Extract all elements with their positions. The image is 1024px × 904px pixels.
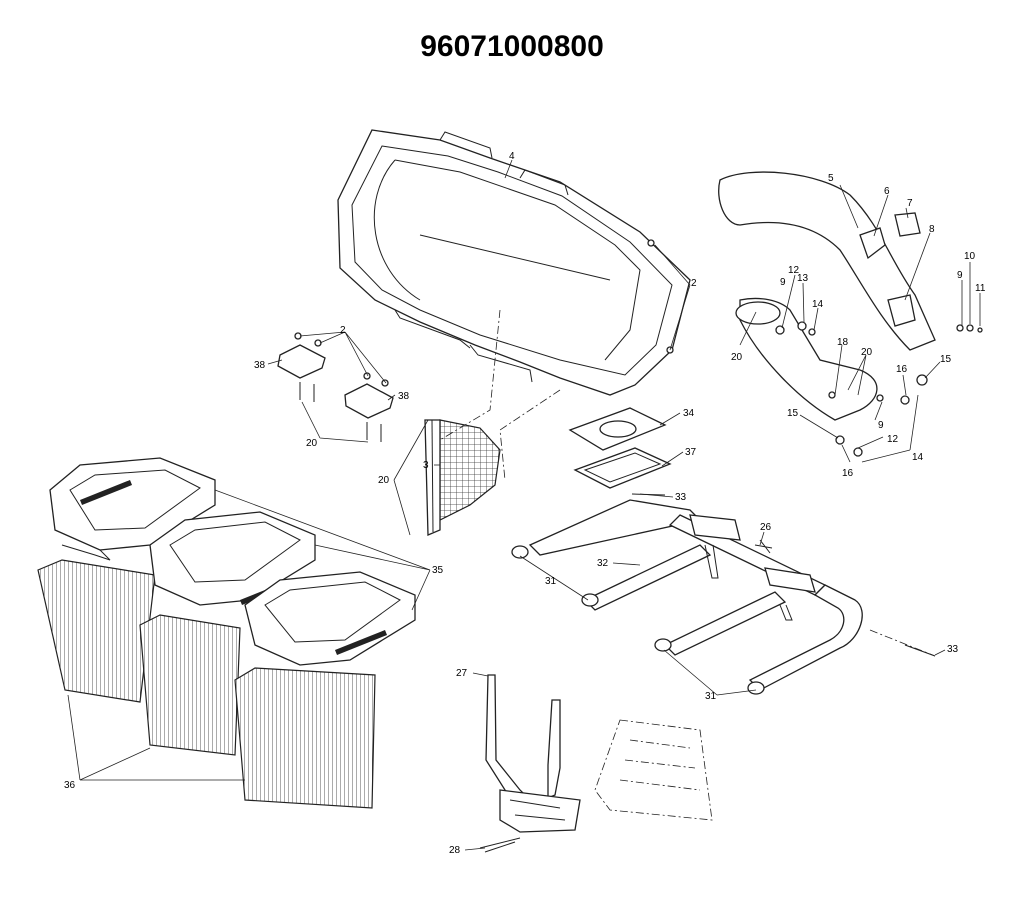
- callout-2-brackets: 2: [340, 325, 346, 336]
- callout-33-lower: 33: [947, 644, 959, 655]
- callout-14-lower: 14: [912, 452, 924, 463]
- callout-6: 6: [884, 186, 890, 197]
- callout-38-right: 38: [398, 391, 410, 402]
- callout-11: 11: [975, 283, 986, 294]
- hood-assembly: [337, 129, 691, 396]
- callout-labels: 2 2 3 4 5 6 7 8 9 9 9 10 11 12 12 13 14 …: [64, 151, 986, 856]
- callout-37: 37: [685, 447, 697, 458]
- bag-frame: [511, 493, 936, 695]
- callout-31-upper: 31: [545, 576, 557, 587]
- diagram-title: 96071000800: [420, 30, 604, 63]
- callout-20-chute: 20: [861, 347, 873, 358]
- callout-16-lower: 16: [842, 468, 854, 479]
- callout-5: 5: [828, 173, 834, 184]
- gasket-plates: [568, 407, 672, 489]
- bag-1: [37, 457, 216, 703]
- callout-15-right: 15: [940, 354, 952, 365]
- callout-12-lower: 12: [887, 434, 899, 445]
- callout-20-brackets: 20: [306, 438, 318, 449]
- callout-20-screen: 20: [378, 475, 390, 486]
- callout-12-upper: 12: [788, 265, 800, 276]
- callout-31-lower: 31: [705, 691, 717, 702]
- callout-16-upper: 16: [896, 364, 908, 375]
- callout-3: 3: [423, 460, 429, 471]
- mesh-screen: [424, 419, 501, 536]
- bag-3: [234, 571, 416, 809]
- callout-18: 18: [837, 337, 849, 348]
- callout-28: 28: [449, 845, 461, 856]
- leader-lines: [67, 159, 981, 851]
- callout-8: 8: [929, 224, 935, 235]
- callout-33-upper: 33: [675, 492, 687, 503]
- callout-2-hood: 2: [691, 278, 697, 289]
- callout-27: 27: [456, 668, 468, 679]
- callout-26: 26: [760, 522, 772, 533]
- callout-14-upper: 14: [812, 299, 824, 310]
- callout-7: 7: [907, 198, 913, 209]
- mount-bracket: [479, 674, 581, 853]
- hardware-small: [775, 321, 983, 457]
- callout-13: 13: [797, 273, 809, 284]
- callout-20-chute-left: 20: [731, 352, 743, 363]
- callout-15-left: 15: [787, 408, 799, 419]
- deck-plate-ghost: [594, 719, 713, 821]
- callout-9-lower: 9: [878, 420, 884, 431]
- bag-2: [139, 511, 316, 756]
- callout-9-left: 9: [780, 277, 786, 288]
- callout-34: 34: [683, 408, 695, 419]
- chute-tube: [718, 171, 936, 421]
- callout-10: 10: [964, 251, 976, 262]
- guide-lines: [439, 309, 936, 657]
- callout-4: 4: [509, 151, 515, 162]
- callout-32: 32: [597, 558, 609, 569]
- bracket-assembly: [277, 332, 394, 442]
- callout-35: 35: [432, 565, 444, 576]
- callout-9-right: 9: [957, 270, 963, 281]
- callout-38-left: 38: [254, 360, 266, 371]
- callout-36: 36: [64, 780, 76, 791]
